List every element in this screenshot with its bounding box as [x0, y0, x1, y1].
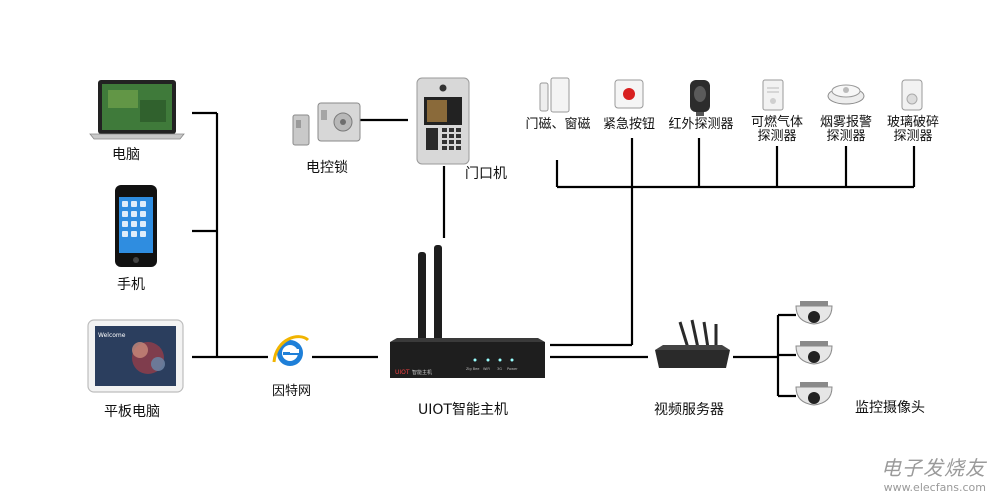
sensor-label-line: 玻璃破碎 [886, 115, 939, 130]
electric-lock-icon [292, 102, 361, 146]
infrared-detector-icon [690, 80, 710, 116]
camera-icon [795, 301, 833, 325]
camera-icon [795, 341, 833, 365]
tablet-label: 平板电脑 [104, 404, 160, 420]
door-window-sensor-icon [539, 77, 570, 113]
laptop-icon [89, 80, 185, 140]
glass-break-detector-icon [901, 79, 923, 111]
internet-label: 因特网 [272, 384, 312, 399]
sensor-label-line: 探测器 [826, 129, 866, 144]
phone-label: 手机 [117, 277, 145, 293]
sensor-label-line: 探测器 [893, 129, 933, 144]
hub-port-label: Zig Bee [466, 367, 479, 371]
hub-model: 智能主机 [412, 369, 432, 376]
sensor-label-line: 红外探测器 [668, 117, 734, 132]
tablet-icon [87, 319, 184, 393]
sensor-label-line: 探测器 [757, 129, 797, 144]
gas-detector-icon [762, 79, 784, 111]
camera-icon [795, 382, 833, 406]
sensor-label-door-window: 门磁、窗磁 [523, 118, 593, 132]
sensor-label-line: 可燃气体 [750, 115, 803, 130]
uiot-hub-icon [390, 245, 545, 378]
sensor-label-line: 烟雾报警 [819, 115, 872, 130]
cameras-label: 监控摄像头 [855, 400, 925, 416]
door-station-label: 门口机 [465, 166, 507, 182]
hub-port-label: Power [507, 367, 518, 371]
sensor-label-emergency: 紧急按钮 [599, 118, 659, 132]
hub-label: UIOT智能主机 [418, 402, 508, 418]
internet-explorer-icon [272, 335, 310, 366]
lock-label: 电控锁 [306, 160, 348, 176]
sensor-label-infrared: 红外探测器 [666, 118, 736, 132]
emergency-button-icon [614, 79, 644, 109]
watermark: 电子发烧友 www.elecfans.com [881, 452, 986, 494]
sensor-label-smoke: 烟雾报警 探测器 [816, 116, 876, 144]
connector-lines [192, 111, 916, 398]
phone-icon [115, 185, 157, 267]
watermark-url: www.elecfans.com [883, 481, 986, 494]
tablet-screen-text: Welcome [98, 332, 126, 339]
smoke-alarm-icon [827, 84, 865, 105]
door-station-icon [416, 77, 470, 165]
sensor-label-line: 紧急按钮 [602, 117, 655, 132]
hub-port-label: WiFi [483, 367, 490, 371]
sensor-label-gas: 可燃气体 探测器 [747, 116, 807, 144]
sensor-label-glass-break: 玻璃破碎 探测器 [883, 116, 943, 144]
sensor-label-line: 门磁、窗磁 [525, 117, 591, 132]
hub-brand: UIOT [395, 369, 410, 376]
hub-port-label: 3G [497, 367, 502, 371]
watermark-title: 电子发烧友 [881, 456, 986, 480]
laptop-label: 电脑 [112, 147, 140, 163]
video-server-label: 视频服务器 [654, 402, 724, 418]
video-server-icon [655, 319, 730, 368]
